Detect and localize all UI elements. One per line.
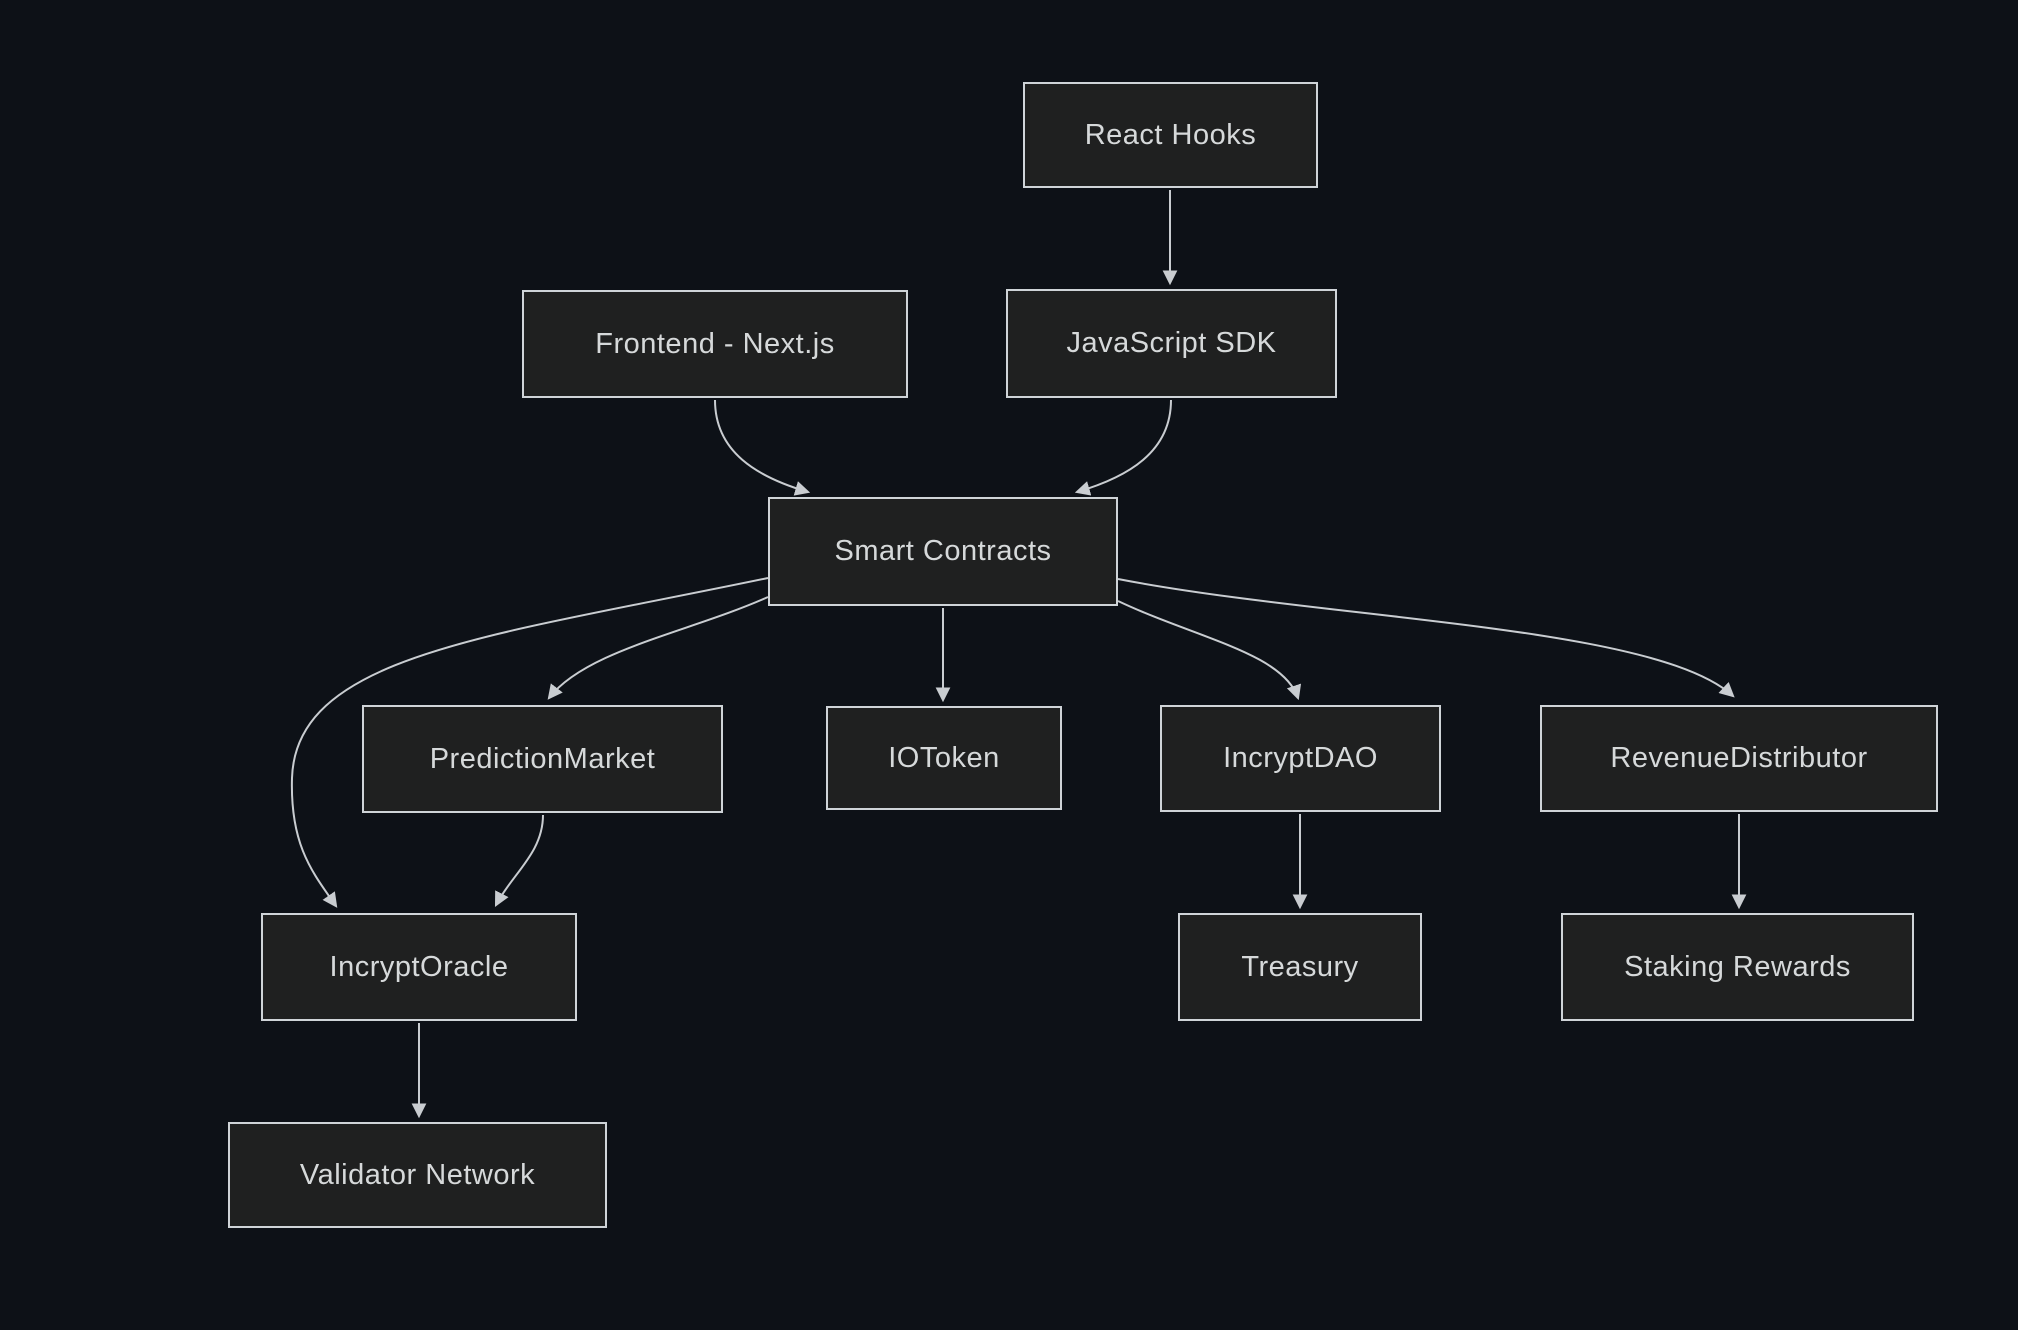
node-revenue-distributor: RevenueDistributor (1540, 705, 1938, 812)
node-incrypt-oracle: IncryptOracle (261, 913, 577, 1021)
node-react-hooks: React Hooks (1023, 82, 1318, 188)
edge-smart-contracts-to-prediction-market (547, 596, 769, 700)
node-javascript-sdk: JavaScript SDK (1006, 289, 1337, 398)
node-staking-rewards: Staking Rewards (1561, 913, 1914, 1021)
node-frontend-nextjs: Frontend - Next.js (522, 290, 908, 398)
edge-smart-contracts-to-revenue-distributor (1117, 578, 1735, 698)
node-validator-network: Validator Network (228, 1122, 607, 1228)
node-smart-contracts: Smart Contracts (768, 497, 1118, 606)
node-treasury: Treasury (1178, 913, 1422, 1021)
edge-smart-contracts-to-incrypt-oracle (290, 577, 769, 908)
edge-smart-contracts-to-incrypt-dao (1117, 600, 1302, 701)
edge-prediction-market-to-incrypt-oracle (494, 814, 544, 907)
node-prediction-market: PredictionMarket (362, 705, 723, 813)
edge-frontend-to-smart-contracts (714, 399, 811, 496)
edge-js-sdk-to-smart-contracts (1074, 399, 1172, 496)
node-io-token: IOToken (826, 706, 1062, 810)
node-incrypt-dao: IncryptDAO (1160, 705, 1441, 812)
